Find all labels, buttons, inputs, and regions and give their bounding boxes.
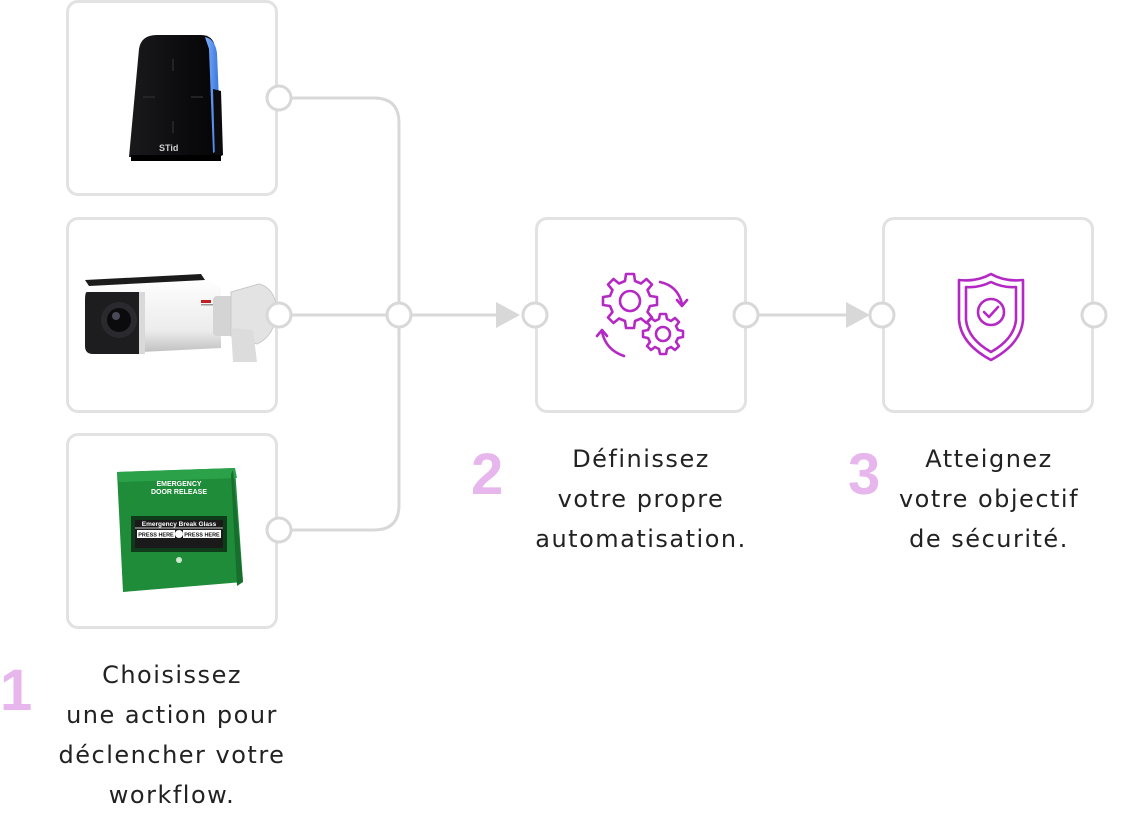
step-1-caption-line: Choisissez bbox=[102, 661, 242, 689]
connector-trigger-1 bbox=[279, 96, 401, 315]
step-2-caption-line: votre propre bbox=[557, 485, 725, 513]
node-step-3-out bbox=[1080, 301, 1108, 329]
trigger-card-emergency-break-glass[interactable]: EMERGENCY DOOR RELEASE Emergency Break G… bbox=[66, 433, 278, 629]
break-glass-press-left: PRESS HERE bbox=[138, 533, 174, 539]
trigger-card-security-camera[interactable] bbox=[66, 217, 278, 413]
step-1-caption-line: workflow. bbox=[108, 781, 236, 809]
badge-reader-image: STid bbox=[129, 35, 223, 161]
step-1-number: 1 bbox=[0, 658, 33, 723]
node-trigger-2-out bbox=[265, 301, 293, 329]
step-2-caption-line: automatisation. bbox=[535, 525, 747, 553]
break-glass-press-right: PRESS HERE bbox=[184, 533, 220, 539]
step-2-caption: Définissez votre propre automatisation. bbox=[500, 439, 782, 559]
step-3-card[interactable] bbox=[882, 217, 1094, 413]
emergency-break-glass-image: EMERGENCY DOOR RELEASE Emergency Break G… bbox=[117, 468, 243, 592]
step-1-caption-line: une action pour bbox=[66, 701, 278, 729]
step-3-number: 3 bbox=[848, 442, 881, 507]
step-1-caption-line: déclencher votre bbox=[58, 741, 286, 769]
arrowhead-to-step3 bbox=[846, 302, 870, 328]
gears-automation-icon bbox=[595, 272, 689, 358]
trigger-card-badge-reader[interactable]: STid bbox=[66, 0, 278, 196]
step-1-caption: Choisissez une action pour déclencher vo… bbox=[22, 655, 322, 815]
step-3-caption-line: de sécurité. bbox=[909, 525, 1069, 553]
break-glass-title-line2: DOOR RELEASE bbox=[151, 489, 207, 496]
step-3-caption-line: Atteignez bbox=[925, 445, 1053, 473]
badge-reader-brand: STid bbox=[159, 143, 178, 153]
step-3-caption-line: votre objectif bbox=[898, 485, 1080, 513]
step-2-caption-line: Définissez bbox=[572, 445, 710, 473]
break-glass-title-line1: EMERGENCY bbox=[156, 481, 201, 488]
node-junction bbox=[385, 301, 413, 329]
step-2-number: 2 bbox=[471, 442, 504, 507]
step-2-card[interactable] bbox=[535, 217, 747, 413]
connector-trigger-3 bbox=[279, 315, 401, 532]
arrowhead-to-step2 bbox=[496, 302, 520, 328]
break-glass-panel-label: Emergency Break Glass bbox=[142, 521, 217, 528]
node-step-2-in bbox=[521, 301, 549, 329]
security-camera-image bbox=[85, 274, 278, 362]
node-trigger-1-out bbox=[265, 84, 293, 112]
node-step-3-in bbox=[868, 301, 896, 329]
shield-check-icon bbox=[957, 272, 1025, 362]
step-3-caption: Atteignez votre objectif de sécurité. bbox=[866, 439, 1112, 559]
node-trigger-3-out bbox=[265, 516, 293, 544]
node-step-2-out bbox=[732, 301, 760, 329]
